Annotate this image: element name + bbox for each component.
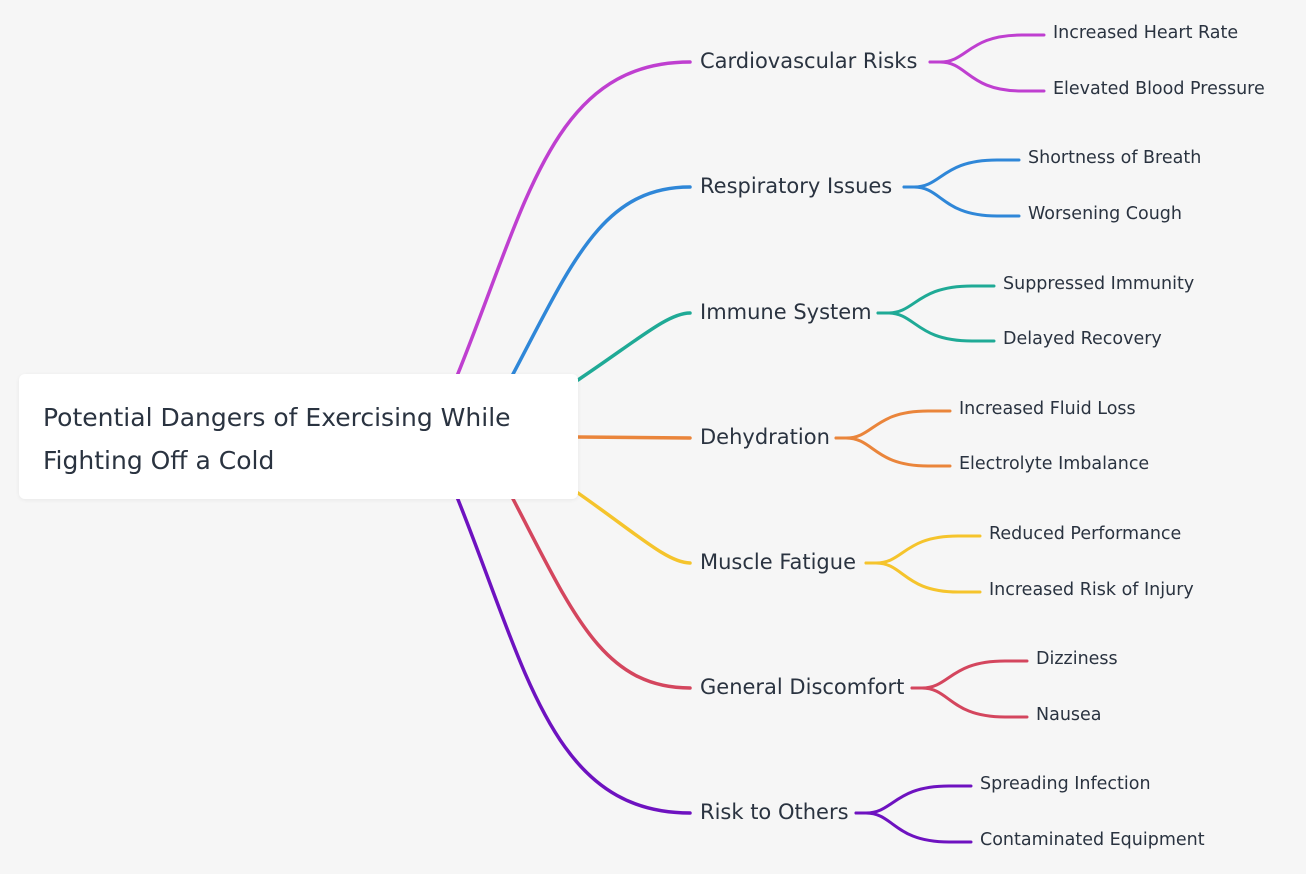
branch-connector: [455, 60, 692, 378]
leaf-label[interactable]: Electrolyte Imbalance: [959, 454, 1150, 474]
leaf-connector: [928, 60, 1046, 93]
branch-connector: [455, 495, 692, 815]
leaf-label[interactable]: Increased Heart Rate: [1053, 23, 1239, 43]
branch-label[interactable]: Cardiovascular Risks: [700, 49, 918, 73]
leaf-label[interactable]: Worsening Cough: [1028, 204, 1182, 224]
leaf-connector: [928, 33, 1046, 64]
leaf-label[interactable]: Nausea: [1036, 705, 1102, 725]
leaf-connector: [854, 811, 973, 844]
root-title: Potential Dangers of Exercising While Fi…: [43, 403, 511, 475]
leaf-connector: [864, 534, 982, 565]
leaf-connector: [876, 284, 996, 315]
leaf-label[interactable]: Elevated Blood Pressure: [1053, 79, 1265, 99]
leaf-label[interactable]: Shortness of Breath: [1028, 148, 1202, 168]
branch-connector: [510, 495, 692, 690]
leaf-connector: [876, 311, 996, 343]
branch-label[interactable]: Dehydration: [700, 425, 830, 449]
root-node[interactable]: Potential Dangers of Exercising While Fi…: [19, 374, 578, 499]
leaf-label[interactable]: Contaminated Equipment: [980, 830, 1205, 850]
leaf-label[interactable]: Delayed Recovery: [1003, 329, 1162, 349]
leaf-connector: [910, 659, 1029, 690]
leaf-label[interactable]: Increased Risk of Injury: [989, 580, 1194, 600]
leaf-label[interactable]: Increased Fluid Loss: [959, 399, 1136, 419]
branch-connector: [510, 185, 692, 378]
branch-label[interactable]: Muscle Fatigue: [700, 550, 856, 574]
leaf-label[interactable]: Suppressed Immunity: [1003, 274, 1195, 294]
leaf-label[interactable]: Spreading Infection: [980, 774, 1151, 794]
leaf-connector: [902, 158, 1021, 189]
branch-connector: [576, 491, 692, 565]
leaf-connector: [910, 686, 1029, 719]
branch-label[interactable]: Respiratory Issues: [700, 174, 893, 198]
leaf-connector: [864, 561, 982, 594]
branch-label[interactable]: Risk to Others: [700, 800, 849, 824]
leaf-connector: [834, 436, 952, 468]
branch-label[interactable]: Immune System: [700, 300, 872, 324]
leaf-connector: [902, 185, 1021, 218]
branch-connector: [576, 435, 692, 440]
leaf-label[interactable]: Reduced Performance: [989, 524, 1182, 544]
leaf-connector: [854, 784, 973, 815]
leaf-label[interactable]: Dizziness: [1036, 649, 1118, 669]
branch-connector: [576, 311, 692, 382]
leaf-connector: [834, 409, 952, 440]
branch-label[interactable]: General Discomfort: [700, 675, 905, 699]
